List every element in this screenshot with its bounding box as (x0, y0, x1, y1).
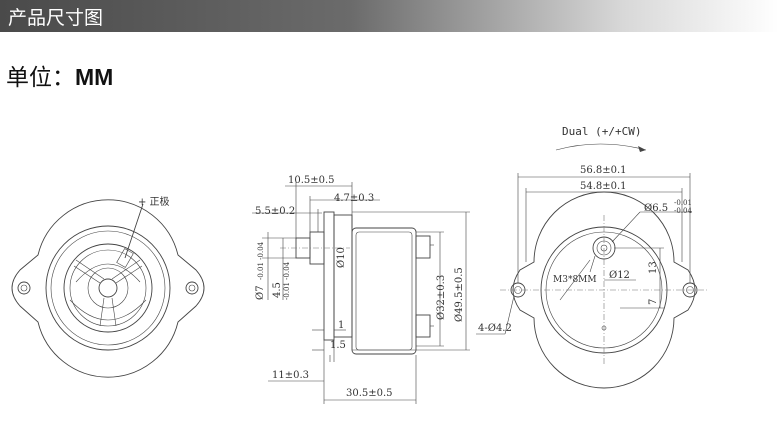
motor-body (351, 227, 417, 355)
dim-1-5: 1.5 (330, 340, 346, 351)
unit-value: MM (75, 64, 114, 90)
rear-view: + 正极 (11, 195, 205, 378)
rear-inner-ring (63, 243, 153, 333)
dim-4-5-tol: -0.01 -0.04 (283, 261, 291, 300)
dim-30-5: 30.5±0.5 (346, 388, 393, 399)
dim-7-tol: -0.01 -0.04 (257, 241, 265, 280)
dim-holes: 4-Ø4.2 (478, 323, 512, 334)
unit-prefix: 单位： (6, 65, 75, 91)
dim-7-right: 7 (648, 299, 659, 305)
gearbox-flange (323, 211, 335, 341)
dim-13: 13 (648, 261, 659, 274)
rear-flange-outline (11, 199, 205, 378)
unit-label: 单位：MM (6, 58, 113, 92)
dim-56-8: 56.8±0.1 (580, 165, 627, 176)
dim-10: Ø10 (336, 247, 347, 268)
rotation-label: Dual (+/+CW) (562, 125, 641, 138)
front-flange-outline (512, 191, 696, 389)
header-bar: 产品尺寸图 (0, 0, 779, 32)
dim-6-5-tol-top: -0.01 (674, 199, 692, 207)
dim-54-8: 54.8±0.1 (580, 181, 627, 192)
dim-1: 1 (338, 320, 344, 331)
front-view: Dual (+/+CW) 56.8±0.1 54.8±0.1 Ø6.5 -0.0… (476, 125, 708, 389)
dim-4-5: 4.5 (272, 282, 283, 298)
dim-4-7: 4.7±0.3 (334, 193, 374, 204)
dim-12: Ø12 (609, 270, 630, 281)
dim-49-5: Ø49.5±0.5 (454, 267, 465, 322)
header-title: 产品尺寸图 (8, 7, 104, 29)
dim-6-5: Ø6.5 (644, 203, 668, 214)
dim-5-5: 5.5±0.2 (255, 206, 295, 217)
dim-7: Ø7 (255, 285, 266, 300)
pole-label: + 正极 (138, 195, 170, 208)
dim-6-5-tol-bot: -0.04 (674, 207, 692, 215)
dim-10-5: 10.5±0.5 (288, 175, 335, 186)
dim-m3: M3*8MM (553, 275, 597, 285)
side-view: 10.5±0.5 4.7±0.3 5.5±0.2 Ø7 -0.01 -0.04 … (252, 175, 470, 404)
rear-outer-ring (45, 225, 171, 351)
dim-32: Ø32±0.3 (436, 275, 447, 320)
dim-11: 11±0.3 (272, 370, 309, 381)
